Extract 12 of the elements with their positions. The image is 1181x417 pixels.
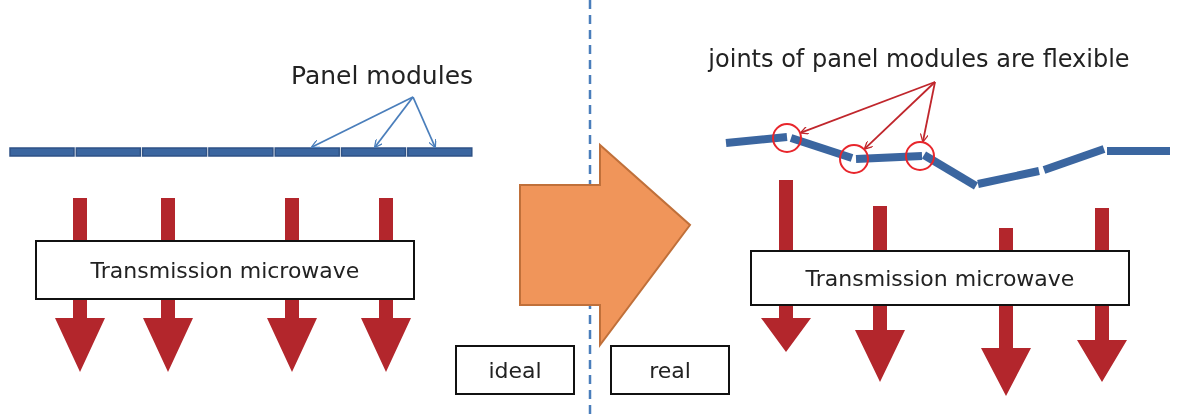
joint-circle xyxy=(772,123,802,153)
label-box: Transmission microwave xyxy=(35,240,415,300)
label-box: Transmission microwave xyxy=(750,250,1130,306)
leader-line xyxy=(412,96,437,149)
label-box: ideal xyxy=(455,345,575,395)
leader-line xyxy=(799,81,936,135)
leader-line xyxy=(919,81,936,143)
leader-line xyxy=(373,96,414,149)
callout-text: joints of panel modules are flexible xyxy=(660,38,1178,80)
leader-line xyxy=(863,81,936,150)
label-box: real xyxy=(610,345,730,395)
leader-line xyxy=(310,96,414,149)
